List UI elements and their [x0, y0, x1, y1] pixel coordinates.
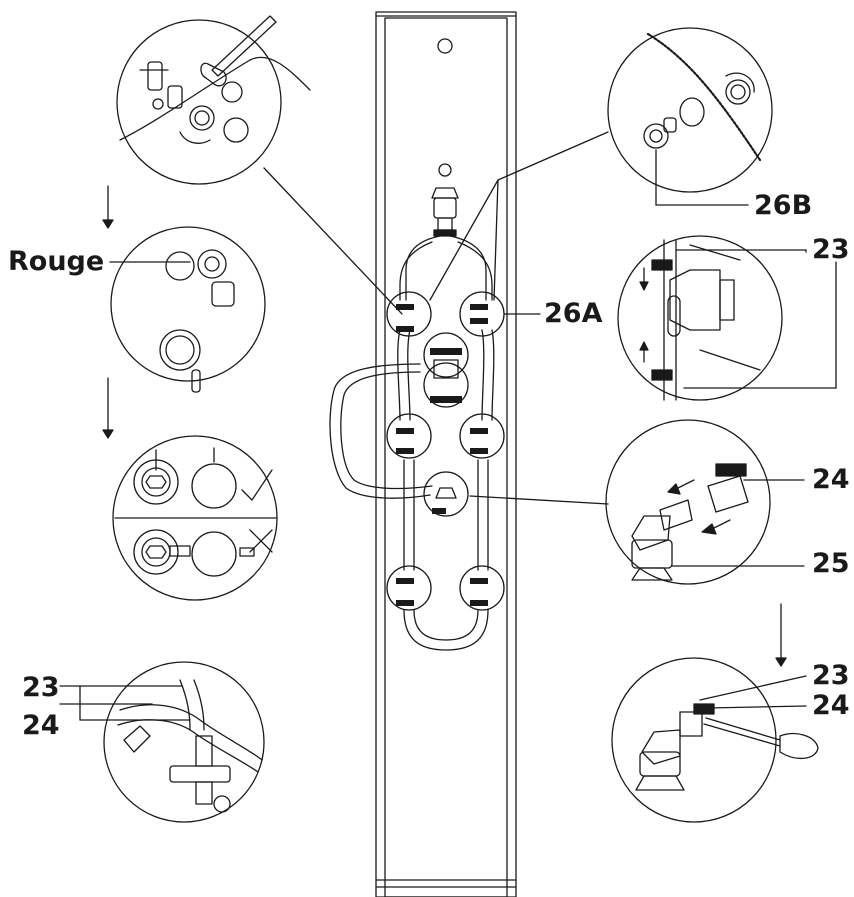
detail-rouge	[109, 226, 266, 393]
label-26a: 26A	[544, 298, 603, 329]
down-arrow-3	[775, 603, 787, 667]
hose-clamps	[396, 304, 488, 606]
label-23-left: 23	[22, 672, 60, 703]
fitting-circles	[386, 291, 505, 611]
detail-tee-fitting	[59, 661, 265, 823]
detail-orientation-check	[112, 435, 278, 601]
diverter-body	[433, 359, 459, 499]
label-24-right: 24	[812, 464, 850, 495]
down-arrow-1	[102, 185, 114, 229]
label-26b: 26B	[754, 190, 813, 221]
detail-26b	[607, 27, 773, 206]
down-arrow-2	[102, 377, 114, 439]
detail-screwdriver	[611, 657, 819, 823]
label-rouge: Rouge	[8, 246, 105, 277]
label-24-left: 24	[22, 710, 60, 741]
label-24-bottom-right: 24	[812, 690, 850, 721]
detail-23-clamps	[617, 235, 837, 401]
label-23-right: 23	[812, 234, 850, 265]
top-connector	[431, 187, 459, 237]
leader-lines	[263, 131, 609, 505]
shower-panel	[375, 11, 517, 897]
label-23-bottom-right: 23	[812, 660, 850, 691]
label-25: 25	[812, 548, 850, 579]
detail-24-25-elbow	[605, 419, 805, 585]
detail-wrench	[116, 15, 311, 185]
pipes	[329, 235, 495, 651]
